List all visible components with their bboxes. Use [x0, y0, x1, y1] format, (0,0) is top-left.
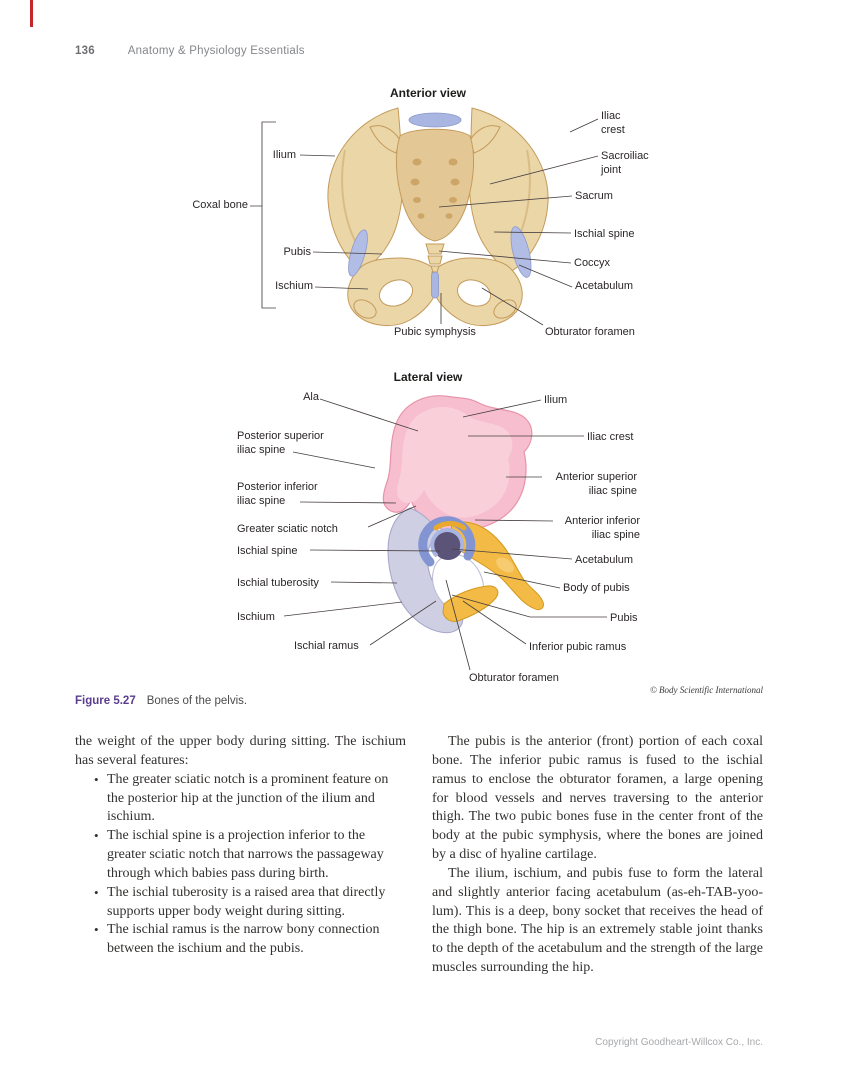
label-ilium-lateral: Ilium [544, 394, 568, 406]
list-item: The ischial spine is a projection inferi… [94, 827, 406, 884]
list-item: The ischial ramus is the narrow bony con… [94, 921, 406, 959]
ischium-features-list: The greater sciatic notch is a prominent… [75, 771, 406, 959]
sacrum-shape [395, 128, 475, 242]
coccyx-shape [425, 243, 445, 255]
left-obturator-foramen [378, 279, 414, 307]
right-obturator-foramen [456, 279, 492, 307]
label-coccyx: Coccyx [574, 257, 611, 269]
running-header: 136 Anatomy & Physiology Essentials [75, 45, 305, 57]
label-iliac-crest-anterior: Iliac crest [601, 110, 625, 136]
label-ischial-spine-lateral: Ischial spine [237, 545, 298, 557]
label-anterior-inferior-iliac-spine: Anterior inferior iliac spine [564, 515, 640, 541]
label-obturator-foramen-lateral: Obturator foramen [469, 672, 559, 684]
label-ala: Ala [303, 391, 319, 403]
label-iliac-crest-lateral: Iliac crest [587, 431, 634, 443]
label-ilium-anterior: Ilium [272, 149, 296, 161]
label-ischial-spine-anterior: Ischial spine [574, 228, 635, 240]
label-greater-sciatic-notch: Greater sciatic notch [237, 523, 338, 535]
inferior-pubic-ramus-shape [442, 585, 499, 622]
lateral-view-title: Lateral view [393, 370, 463, 384]
paragraph: The pubis is the anterior (front) portio… [432, 734, 763, 863]
figure-caption-text: Bones of the pelvis. [146, 695, 248, 707]
label-ischial-tuberosity: Ischial tuberosity [237, 577, 319, 589]
label-anterior-superior-iliac-spine: Anterior superior iliac spine [555, 471, 637, 497]
pubic-symphysis-shape [431, 271, 439, 299]
left-column: the weight of the upper body during sitt… [75, 733, 406, 959]
label-sacrum: Sacrum [575, 190, 613, 202]
right-column: The pubis is the anterior (front) portio… [432, 733, 763, 978]
label-ischium-anterior: Ischium [275, 280, 313, 292]
figure-caption-label: Figure 5.27 [75, 695, 136, 707]
label-sacroiliac-joint: Sacroiliac joint [601, 150, 649, 176]
page-number: 136 [75, 45, 95, 57]
label-acetabulum-anterior: Acetabulum [575, 280, 634, 292]
pelvis-figures-illustration [250, 107, 607, 671]
label-pubis-anterior: Pubis [283, 246, 311, 258]
label-posterior-inferior-iliac-spine: Posterior inferior iliac spine [237, 481, 318, 507]
illustration-credit: © Body Scientific International [649, 685, 763, 695]
label-body-of-pubis: Body of pubis [563, 582, 630, 594]
page-edge-tab [30, 0, 33, 27]
label-obturator-foramen-anterior: Obturator foramen [545, 326, 635, 338]
anterior-view-title: Anterior view [389, 86, 467, 100]
leader-lines [250, 118, 607, 671]
label-ischial-ramus: Ischial ramus [294, 640, 359, 652]
label-ischium-lateral: Ischium [237, 611, 275, 623]
intervertebral-disc [408, 112, 462, 128]
lateral-pelvis-illustration [382, 395, 544, 634]
figure-caption: Figure 5.27 Bones of the pelvis. [75, 695, 247, 707]
label-inferior-pubic-ramus: Inferior pubic ramus [529, 641, 627, 653]
anterior-pelvis-illustration [327, 107, 549, 326]
list-item: The greater sciatic notch is a prominent… [94, 771, 406, 828]
label-pubis-lateral: Pubis [610, 612, 638, 624]
label-acetabulum-lateral: Acetabulum [575, 554, 634, 566]
list-item: The ischial tuberosity is a raised area … [94, 884, 406, 922]
acetabulum-shape [418, 516, 476, 567]
left-column-intro: the weight of the upper body during sitt… [75, 734, 406, 768]
paragraph: The ilium, ischium, and pubis fuse to fo… [432, 865, 763, 976]
book-title: Anatomy & Physiology Essentials [127, 45, 305, 57]
label-coxal-bone: Coxal bone [192, 199, 248, 211]
label-pubic-symphysis: Pubic symphysis [394, 326, 476, 338]
copyright-notice: Copyright Goodheart-Willcox Co., Inc. [595, 1037, 763, 1048]
label-posterior-superior-iliac-spine: Posterior superior iliac spine [237, 430, 324, 456]
